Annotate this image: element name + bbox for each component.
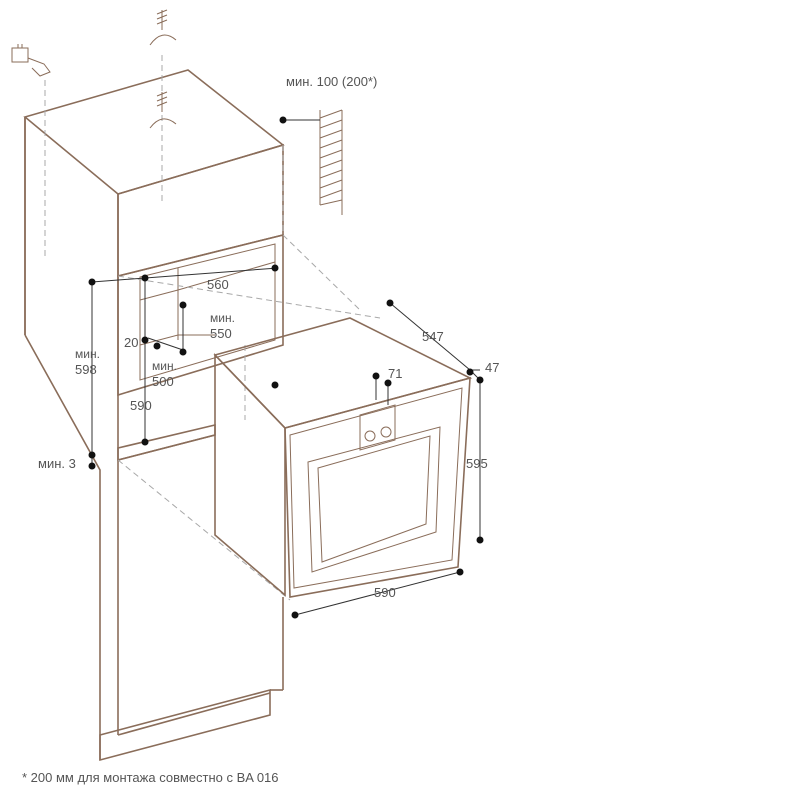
- footnote: * 200 мм для монтажа совместно с BA 016: [22, 770, 279, 785]
- dimension-dots: [88, 116, 484, 619]
- label-595: 595: [466, 456, 488, 471]
- label-547: 547: [422, 329, 444, 344]
- ventilation-hatch: [319, 109, 343, 215]
- dimension-labels: мин. 100 (200*) 560 мин. 550 20 мин. 500…: [38, 74, 499, 600]
- label-590-bottom: 590: [374, 585, 396, 600]
- dimension-lines: [91, 119, 481, 616]
- mounting-symbol-middle: [149, 91, 177, 129]
- label-598: 598: [75, 362, 97, 377]
- dashed-guides: [44, 55, 381, 601]
- label-20: 20: [124, 335, 138, 350]
- label-71: 71: [388, 366, 402, 381]
- label-min-word-b: мин.: [152, 359, 177, 373]
- label-min-100: мин. 100 (200*): [286, 74, 377, 89]
- power-plug-icon: [11, 44, 51, 77]
- oven: [213, 317, 473, 598]
- label-47: 47: [485, 360, 499, 375]
- label-min-word-c: мин.: [75, 347, 100, 361]
- label-550: 550: [210, 326, 232, 341]
- label-590-left: 590: [130, 398, 152, 413]
- label-min-word-a: мин.: [210, 311, 235, 325]
- label-500: 500: [152, 374, 174, 389]
- cabinet: [23, 69, 285, 762]
- label-min-3: мин. 3: [38, 456, 76, 471]
- label-560: 560: [207, 277, 229, 292]
- mounting-symbol-top: [149, 9, 177, 46]
